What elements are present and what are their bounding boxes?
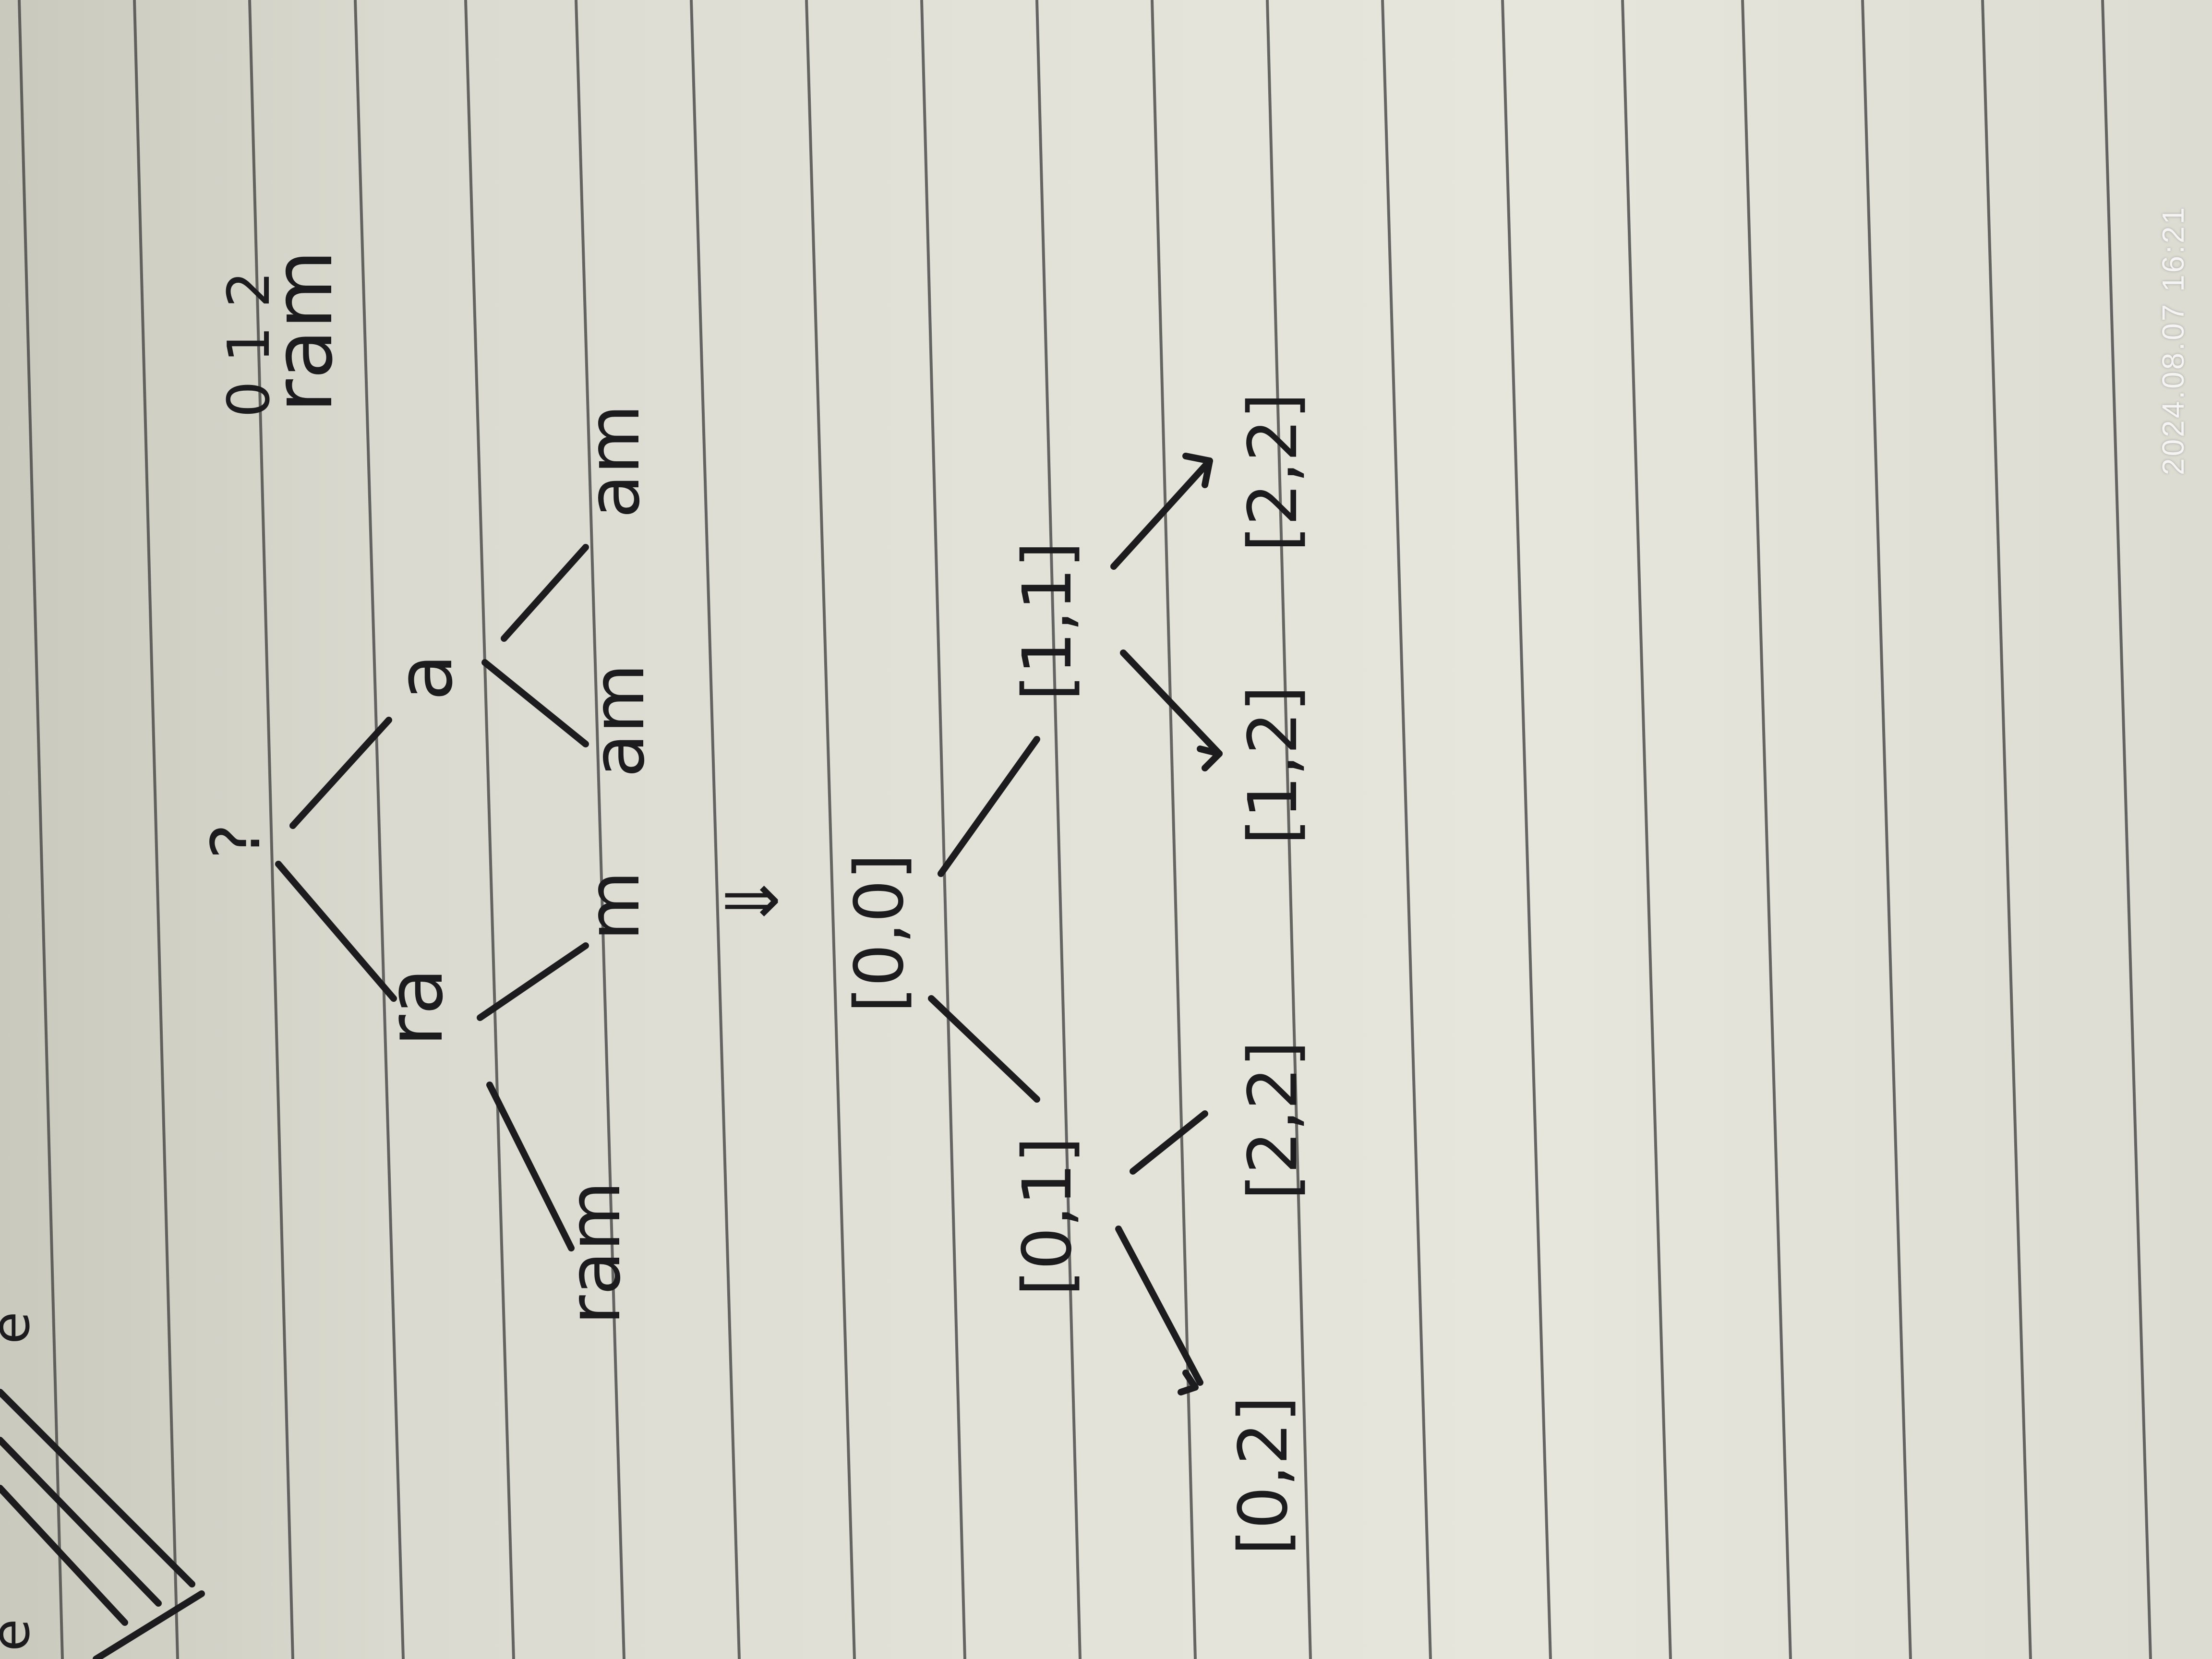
leaf-22-right: [2,2]: [1234, 393, 1312, 552]
edge-11-22: [1110, 457, 1213, 570]
edge-a-m: [501, 544, 589, 642]
leaf-22-left: [2,2]: [1234, 1041, 1312, 1200]
arrowhead-22: [1182, 453, 1213, 488]
margin-mark-upper: e: [0, 1311, 41, 1344]
edge-a-am: [481, 659, 589, 747]
separator-arrow: ⇓: [711, 871, 795, 931]
corner-strokes: [0, 1389, 205, 1659]
node-01: [0,1]: [1009, 1137, 1087, 1296]
edge-root-ra: [275, 861, 397, 1002]
margin-mark-lower: e: [0, 1619, 41, 1651]
edge-ra-ram: [486, 1082, 575, 1251]
edge-ra-m: [477, 942, 589, 1021]
ruled-lines: [18, 0, 2152, 1659]
edge-00-11: [938, 736, 1040, 877]
leaf-am: am: [577, 663, 661, 778]
node-00: [0,0]: [841, 854, 919, 1013]
node-ra: ra: [370, 968, 460, 1046]
edge-01-02: [1115, 1226, 1203, 1386]
node-a: a: [380, 654, 469, 701]
photo-timestamp: 2024.08.07 16:21: [2156, 205, 2190, 475]
leaf-am-2: am: [572, 404, 656, 518]
heading-word: ram: [256, 250, 351, 413]
leaf-02: [0,2]: [1225, 1396, 1303, 1555]
leaf-ram: ram: [553, 1181, 637, 1325]
leaf-m: m: [572, 871, 656, 941]
node-root: ?: [197, 824, 276, 859]
edge-00-01: [928, 995, 1040, 1103]
leaf-12: [1,2]: [1234, 685, 1312, 845]
string-tree: ? ra a ram m am am: [197, 404, 661, 1325]
edge-11-12: [1120, 649, 1223, 757]
node-11: [1,1]: [1009, 541, 1087, 701]
edge-root-a: [289, 717, 392, 829]
index-tree: [0,0] [0,1] [1,1] [0,2] [2,2] [1,2] [2,2…: [841, 393, 1312, 1555]
arrowhead-12: [1197, 745, 1223, 771]
heading-indices: 0 1 2: [216, 271, 283, 418]
arrowhead-02: [1178, 1370, 1199, 1395]
edge-01-22: [1130, 1110, 1208, 1175]
